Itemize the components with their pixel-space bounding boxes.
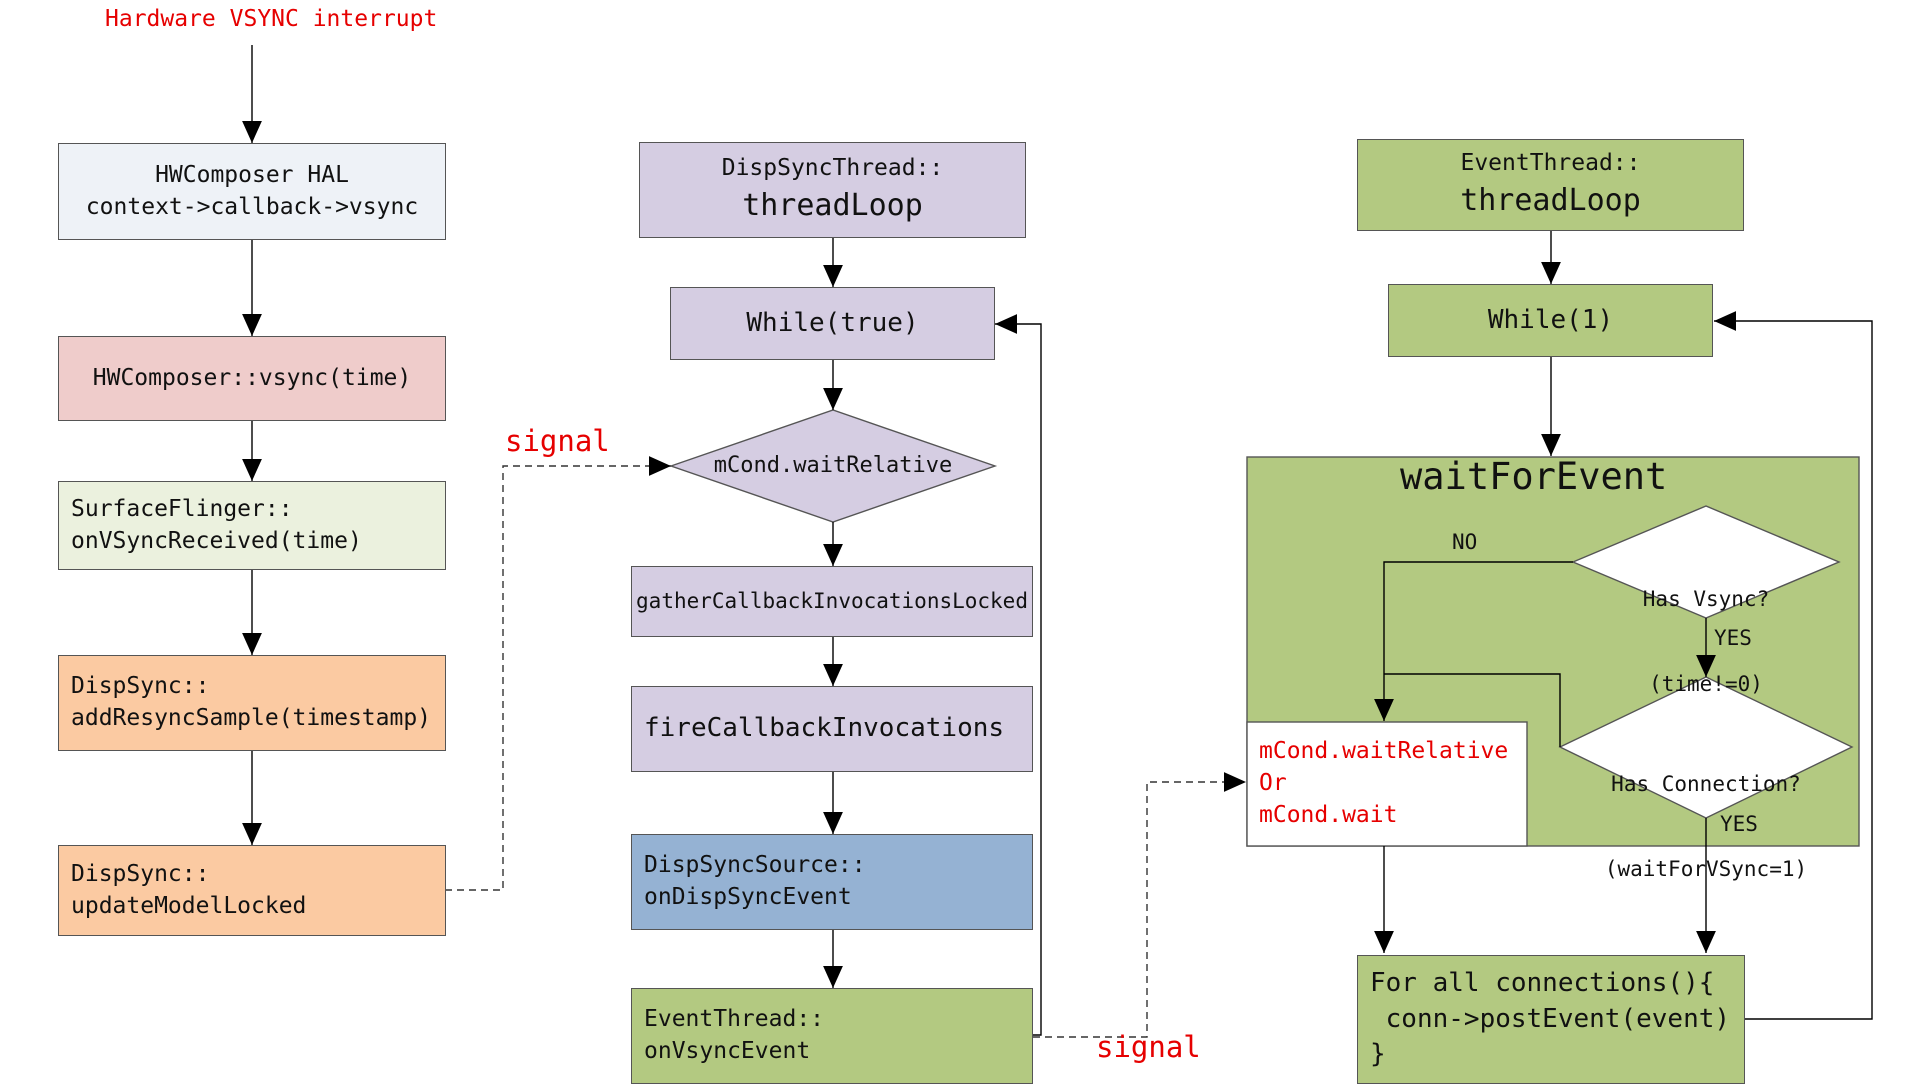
hwcomposer-hal-line-1: HWComposer HAL — [155, 161, 349, 188]
wait-for-event-title: waitForEvent — [1400, 455, 1668, 498]
signal-label-2: signal — [1096, 1030, 1201, 1064]
wait-box-bg — [1246, 721, 1528, 847]
dispsync-source-line-2: onDispSyncEvent — [644, 884, 852, 910]
surfaceflinger-box: SurfaceFlinger:: onVSyncReceived(time) — [58, 481, 446, 570]
arrow-connection-no-loop — [1384, 673, 1561, 747]
dispsync-thread-line-2: threadLoop — [742, 188, 923, 224]
event-thread-vsync-line-2: onVsyncEvent — [644, 1038, 811, 1064]
dispsync-thread-box: DispSyncThread:: threadLoop — [639, 142, 1026, 238]
wait-relative-text: mCond.waitRelative — [713, 453, 953, 478]
has-vsync-line-2: (time!=0) — [1649, 671, 1763, 696]
for-all-line-2: conn->postEvent(event) — [1370, 1003, 1731, 1034]
signal-line-1 — [445, 456, 671, 891]
dispsync-update-line-1: DispSync:: — [71, 860, 210, 887]
dispsync-add-line-2: addResyncSample(timestamp) — [71, 705, 432, 731]
while-1-text: While(1) — [1487, 304, 1614, 335]
yes-label-2: YES — [1720, 812, 1758, 836]
signal-label-1: signal — [505, 424, 610, 458]
surfaceflinger-line-1: SurfaceFlinger:: — [71, 495, 293, 522]
no-label: NO — [1452, 530, 1478, 554]
for-all-line-3: } — [1370, 1039, 1386, 1070]
hardware-vsync-label: Hardware VSYNC interrupt — [105, 6, 438, 32]
wait-relative-diamond — [668, 409, 998, 523]
has-connection-line-1: Has Connection? — [1611, 771, 1801, 796]
has-vsync-text: Has Vsync? (time!=0) — [1573, 528, 1839, 726]
fire-callback-text: fireCallbackInvocations — [644, 713, 1005, 744]
for-all-connections-box: For all connections(){ conn->postEvent(e… — [1357, 955, 1745, 1084]
dispsync-source-line-1: DispSyncSource:: — [644, 852, 866, 879]
event-thread-loop-line-2: threadLoop — [1460, 183, 1641, 219]
yes-label-1: YES — [1714, 626, 1752, 650]
gather-callback-text: gatherCallbackInvocationsLocked — [636, 589, 1028, 614]
hwcomposer-vsync-box: HWComposer::vsync(time) — [58, 336, 446, 421]
event-thread-vsync-line-1: EventThread:: — [644, 1006, 825, 1033]
dispsync-source-box: DispSyncSource:: onDispSyncEvent — [631, 834, 1033, 930]
arrow-no-branch — [1374, 561, 1573, 721]
has-vsync-line-1: Has Vsync? — [1642, 586, 1770, 611]
has-vsync-diamond — [1571, 505, 1841, 619]
dispsync-add-box: DispSync:: addResyncSample(timestamp) — [58, 655, 446, 751]
for-all-line-1: For all connections(){ — [1370, 967, 1715, 998]
event-thread-loop-box: EventThread:: threadLoop — [1357, 139, 1744, 231]
event-thread-loop-line-1: EventThread:: — [1460, 150, 1641, 177]
mcond-wait-line-3: mCond.wait — [1259, 801, 1398, 828]
has-connection-text: Has Connection? (waitForVSync=1) — [1560, 713, 1852, 911]
signal-line-2 — [1033, 772, 1246, 1038]
hwcomposer-hal-line-2: context->callback->vsync — [85, 193, 419, 220]
dispsync-thread-line-1: DispSyncThread:: — [721, 155, 944, 182]
event-thread-vsync-box: EventThread:: onVsyncEvent — [631, 988, 1033, 1084]
fire-callback-box: fireCallbackInvocations — [631, 686, 1033, 772]
mcond-wait-line-2: Or — [1259, 770, 1287, 797]
loop-back-to-while-true — [995, 314, 1042, 1036]
has-connection-line-2: (waitForVSync=1) — [1604, 856, 1808, 881]
gather-callback-box: gatherCallbackInvocationsLocked — [631, 566, 1033, 637]
mcond-wait-line-1: mCond.waitRelative — [1259, 738, 1509, 765]
dispsync-update-line-2: updateModelLocked — [71, 892, 307, 919]
loop-back-to-while-1 — [1714, 311, 1873, 1020]
surfaceflinger-line-2: onVSyncReceived(time) — [71, 527, 362, 554]
while-1-box: While(1) — [1388, 284, 1713, 357]
hwcomposer-vsync-text: HWComposer::vsync(time) — [92, 364, 412, 391]
has-connection-diamond — [1558, 676, 1854, 819]
dispsync-update-box: DispSync:: updateModelLocked — [58, 845, 446, 936]
while-true-box: While(true) — [670, 287, 995, 360]
mcond-wait-box: mCond.waitRelative Or mCond.wait — [1247, 722, 1527, 846]
dispsync-add-line-1: DispSync:: — [71, 673, 210, 700]
while-true-text: While(true) — [746, 307, 919, 338]
hwcomposer-hal-box: HWComposer HAL context->callback->vsync — [58, 143, 446, 240]
